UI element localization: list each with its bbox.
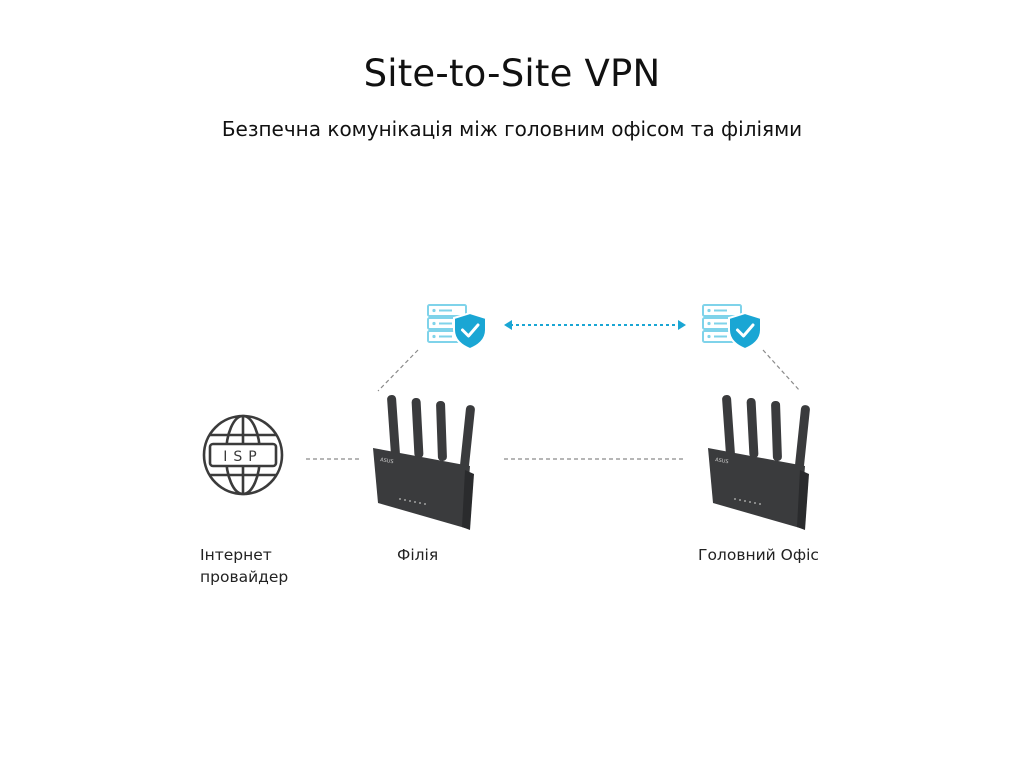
vpn-tunnel-arrow	[504, 320, 686, 330]
secure-server-icon-branch	[426, 303, 488, 351]
page-title: Site-to-Site VPN	[363, 52, 661, 95]
page-subtitle: Безпечна комунікація між головним офісом…	[221, 117, 803, 141]
hq-server-leader	[762, 349, 801, 392]
isp-label: Інтернет провайдер	[200, 544, 320, 588]
router-brand-branch: ASUS	[380, 457, 394, 465]
branch-server-leader	[377, 349, 419, 392]
secure-server-icon-head-office	[701, 303, 763, 351]
isp-icon-text: ISP	[223, 449, 262, 465]
head-office-label: Головний Офіс	[698, 546, 819, 564]
branch-label: Філія	[397, 546, 439, 564]
router-brand-head-office: ASUS	[715, 457, 729, 465]
globe-icon: ISP	[202, 414, 284, 496]
router-icon-branch: ASUS	[373, 394, 475, 530]
isp-label-line2: провайдер	[200, 568, 289, 586]
isp-label-line1: Інтернет	[200, 546, 272, 564]
router-icon-head-office: ASUS	[708, 394, 810, 530]
